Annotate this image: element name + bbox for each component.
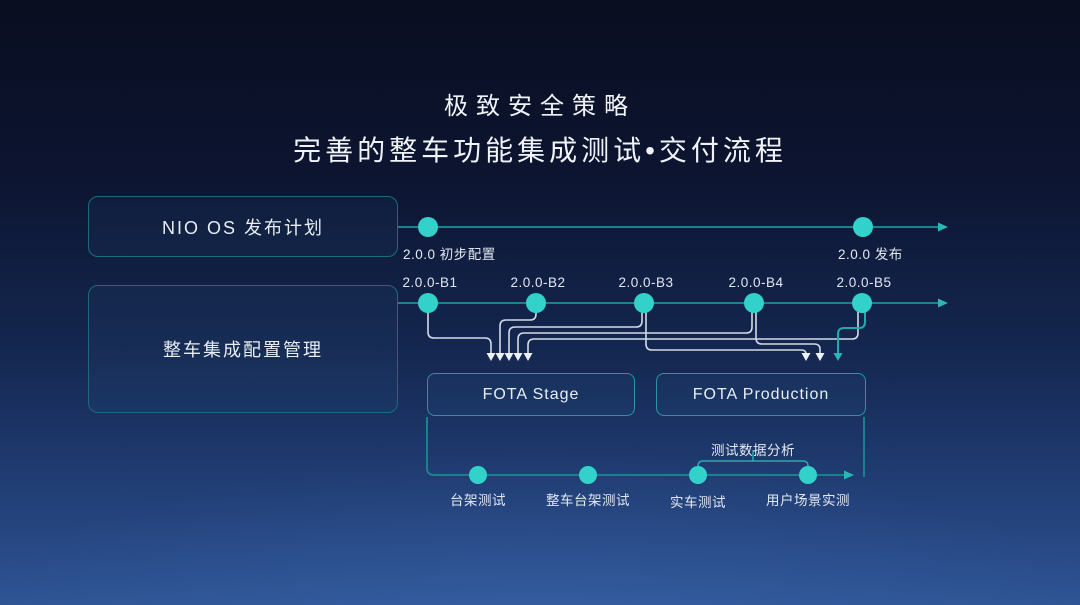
nio-os-release-plan-label: NIO OS 发布计划	[161, 217, 324, 238]
title-line-2: 完善的整车功能集成测试•交付流程	[293, 135, 787, 166]
vehicle-config-management-box: 整车集成配置管理	[88, 285, 398, 413]
fota-stage-box: FOTA Stage	[427, 373, 635, 416]
arrow-right-icon	[938, 298, 948, 308]
milestone-dot	[418, 293, 438, 313]
arrow-down-icon	[504, 353, 514, 361]
milestone-dot	[634, 293, 654, 313]
milestone-label-release: 2.0.0 发布	[838, 247, 903, 262]
beta-label-b3: 2.0.0-B3	[618, 275, 674, 290]
slide-title: 极致安全策略 完善的整车功能集成测试•交付流程	[0, 86, 1080, 169]
milestone-dot	[852, 293, 872, 313]
milestone-dot	[418, 217, 438, 237]
arrow-down-icon	[523, 353, 533, 361]
milestone-label-initial-config: 2.0.0 初步配置	[403, 247, 496, 262]
routing-lines	[427, 308, 866, 361]
milestone-dot	[799, 466, 817, 484]
vehicle-config-management-label: 整车集成配置管理	[163, 340, 323, 360]
arrow-down-icon	[815, 353, 825, 361]
annotation-bracket	[697, 450, 809, 470]
arrow-down-icon	[513, 353, 523, 361]
arrow-down-icon	[495, 353, 505, 361]
beta-timeline-line	[398, 298, 948, 308]
stage-label-vehicle-bench-test: 整车台架测试	[546, 493, 630, 508]
milestone-dot	[853, 217, 873, 237]
milestone-dot	[744, 293, 764, 313]
arrow-down-icon	[801, 353, 811, 361]
nio-os-release-plan-box: NIO OS 发布计划	[88, 196, 398, 257]
title-line-1: 极致安全策略	[444, 93, 636, 120]
arrow-down-icon	[486, 353, 496, 361]
stage-label-real-vehicle-test: 实车测试	[670, 495, 726, 510]
arrow-right-icon	[844, 470, 854, 480]
fota-stage-label: FOTA Stage	[482, 385, 580, 403]
fota-production-label: FOTA Production	[692, 385, 830, 403]
beta-label-b5: 2.0.0-B5	[836, 275, 892, 290]
beta-label-b2: 2.0.0-B2	[510, 275, 566, 290]
testing-timeline-line	[426, 417, 865, 480]
beta-label-b1: 2.0.0-B1	[402, 275, 458, 290]
arrow-right-icon	[938, 222, 948, 232]
milestone-dots	[418, 217, 873, 484]
arrow-down-icon	[833, 353, 843, 361]
release-timeline-line	[398, 222, 948, 232]
test-data-analysis-label: 测试数据分析	[711, 443, 795, 458]
milestone-dot	[526, 293, 546, 313]
release-to-production-line	[837, 308, 866, 353]
milestone-dot	[579, 466, 597, 484]
milestone-dot	[689, 466, 707, 484]
beta-label-b4: 2.0.0-B4	[728, 275, 784, 290]
milestone-dot	[469, 466, 487, 484]
stage-label-user-scenario-test: 用户场景实测	[766, 493, 850, 508]
stage-label-bench-test: 台架测试	[450, 493, 506, 508]
fota-production-box: FOTA Production	[656, 373, 866, 416]
